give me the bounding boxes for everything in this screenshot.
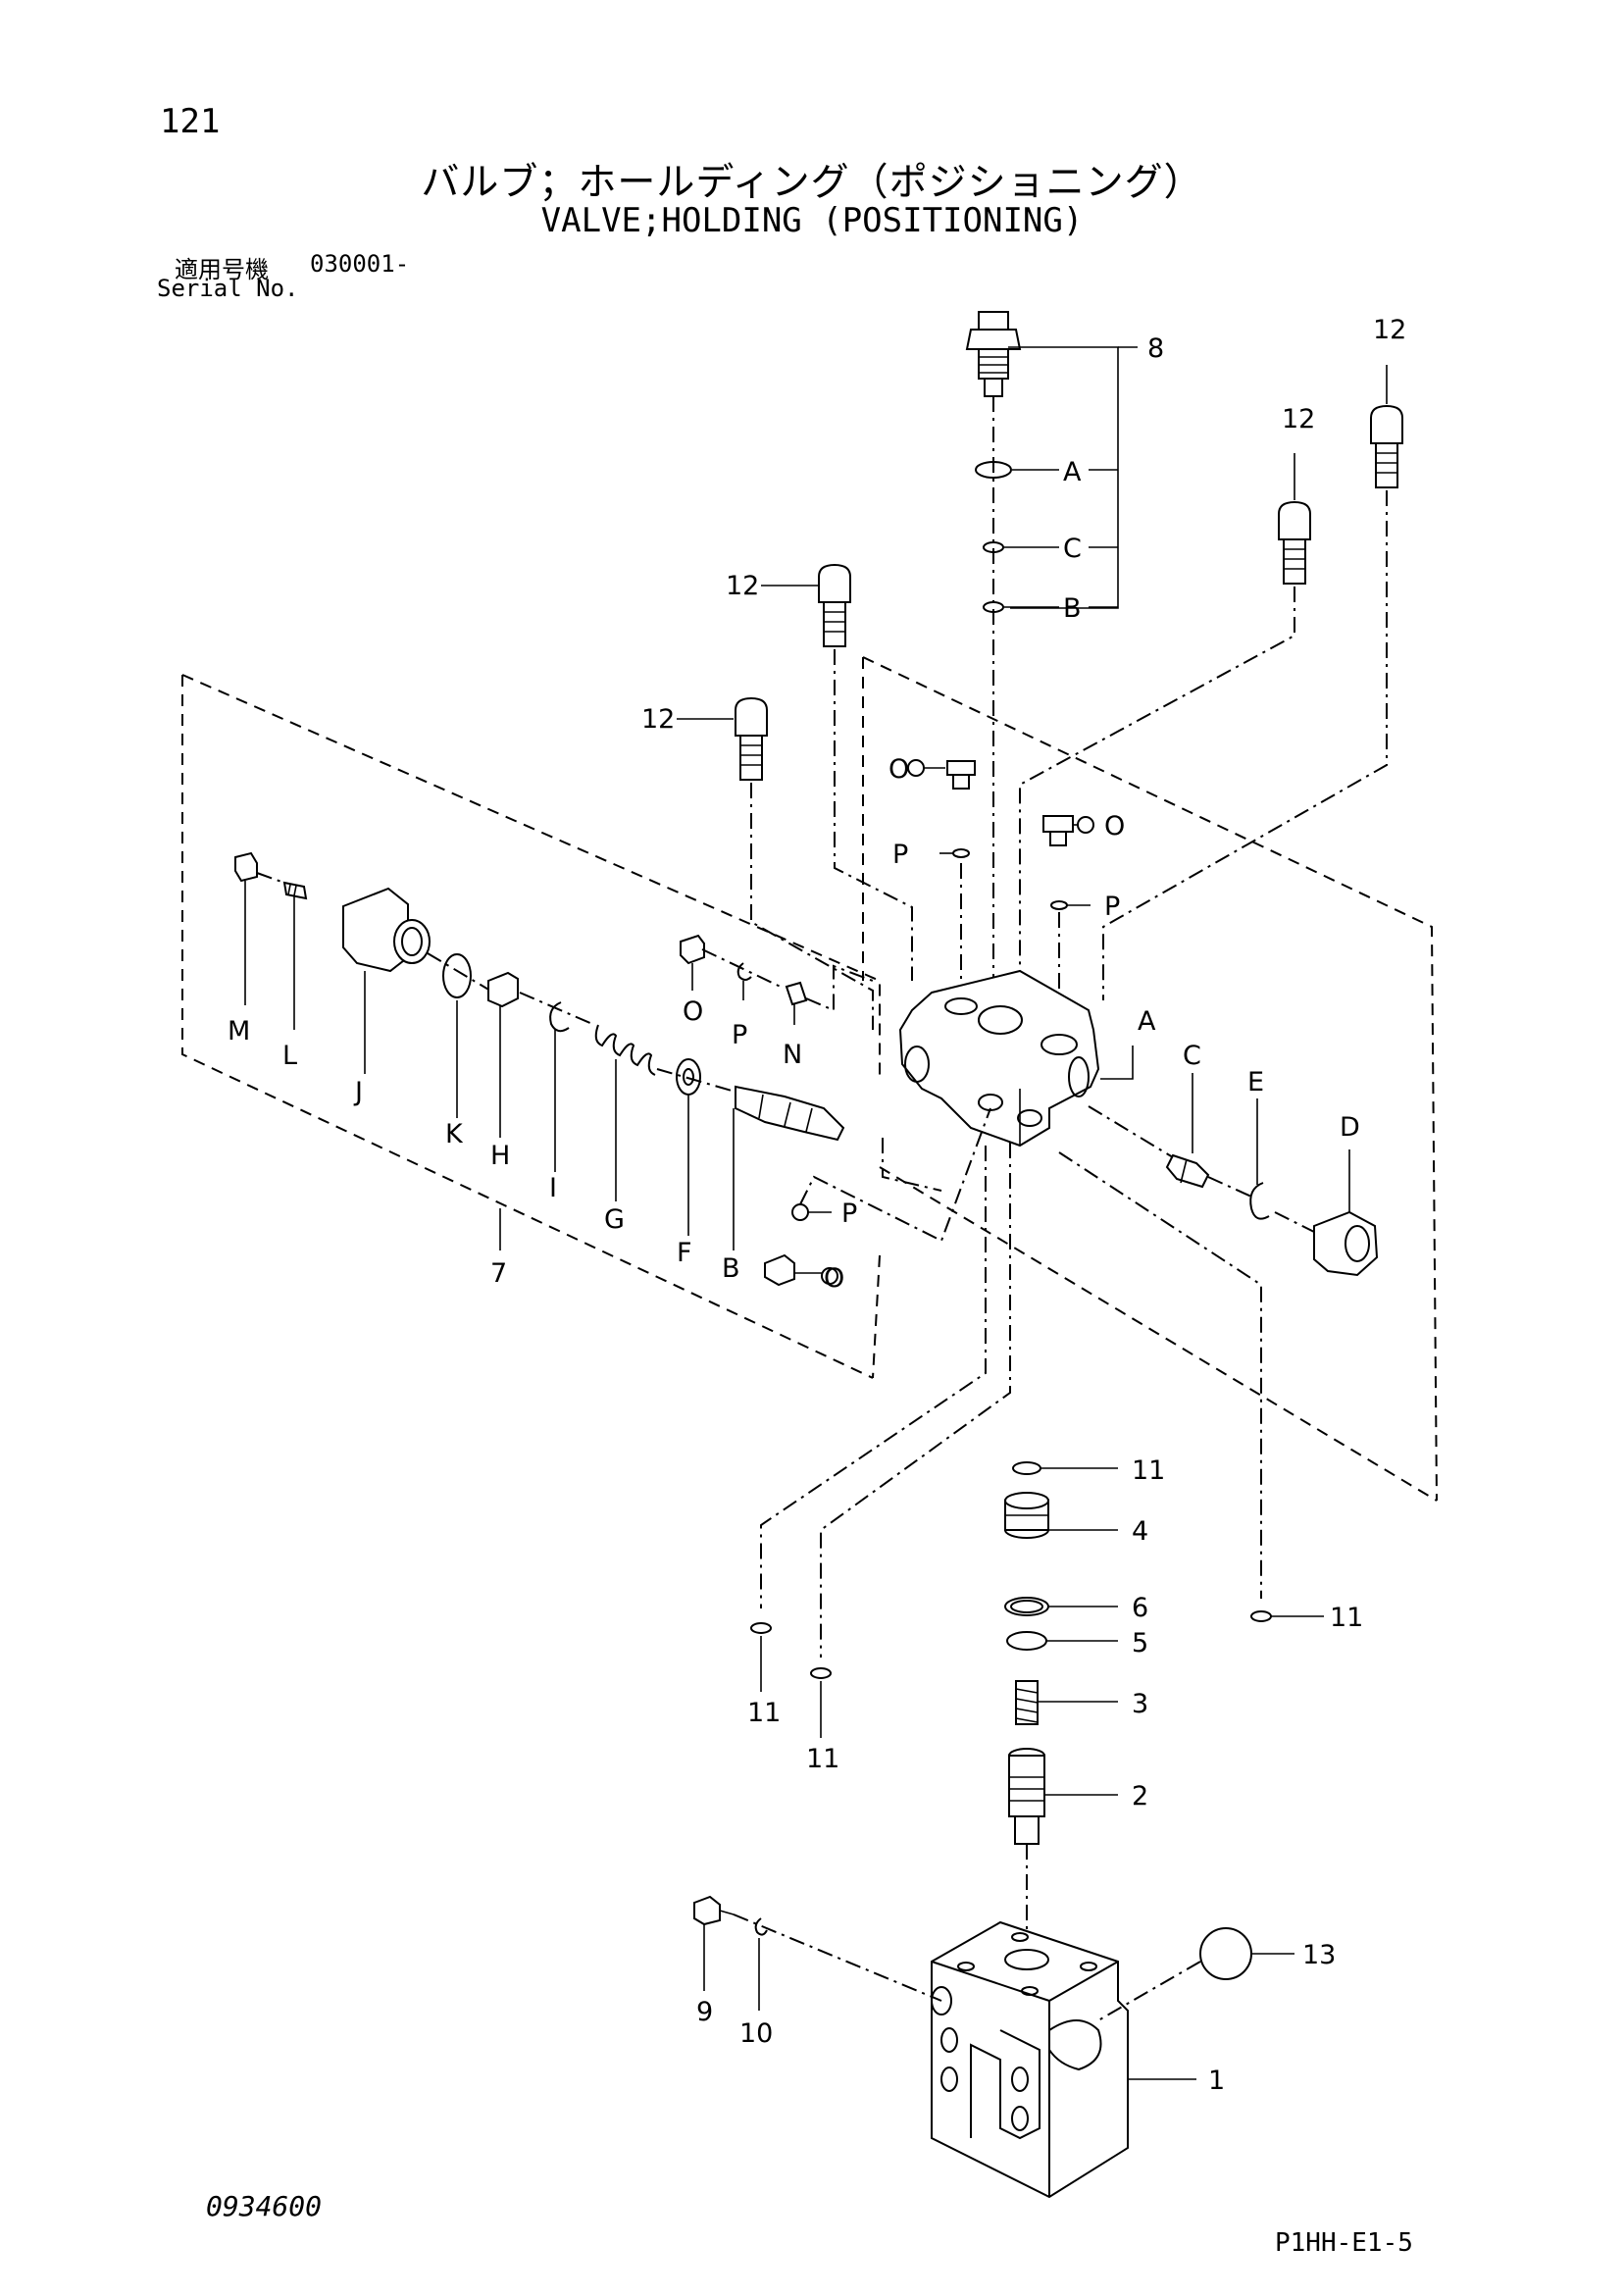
part-b-spool [735, 1085, 845, 1142]
seal-11-right [1250, 1610, 1272, 1622]
callout-a-right: A [1138, 1006, 1156, 1037]
plug-o-lower [764, 1253, 795, 1287]
callout-p-mid: P [732, 1020, 747, 1050]
callout-c-right: C [1183, 1041, 1201, 1071]
bolt-12-mid [1278, 500, 1311, 585]
plug-o-right [1042, 815, 1074, 846]
callout-12-mid: 12 [1282, 404, 1315, 434]
callout-g: G [604, 1204, 625, 1235]
callout-11-right: 11 [1330, 1603, 1363, 1633]
part-1-valve-body [931, 1920, 1129, 2199]
callout-j: J [353, 1077, 363, 1107]
document-code: 0934600 [206, 2190, 323, 2222]
part-h-plug [487, 971, 519, 1008]
callout-1: 1 [1208, 2066, 1225, 2096]
callout-d: D [1340, 1112, 1360, 1143]
plug-o-upper [946, 760, 976, 790]
page-number: 121 [160, 102, 221, 141]
callout-8: 8 [1147, 333, 1164, 364]
callout-i: I [549, 1173, 557, 1203]
part-8-cartridge [965, 311, 1022, 397]
bolt-12-lower-left [735, 696, 768, 781]
callout-labels: 8 A C B 12 12 12 12 O P O P A C E D M L … [228, 315, 1406, 2096]
part-m-screw [234, 851, 258, 883]
callout-5: 5 [1132, 1628, 1148, 1658]
part-4-piston [1004, 1492, 1049, 1539]
callout-12-upper-left: 12 [726, 571, 759, 601]
callout-11-stack: 11 [1132, 1455, 1165, 1486]
callout-p-lower: P [841, 1199, 857, 1229]
part-c-right [1165, 1153, 1210, 1189]
callout-13: 13 [1302, 1940, 1336, 1970]
callout-p-upper: P [892, 840, 908, 870]
callout-7: 7 [490, 1258, 507, 1289]
serial-label-japanese: 適用号機 [175, 256, 269, 283]
seal-11-left [750, 1622, 772, 1634]
callout-6: 6 [1132, 1593, 1148, 1623]
bolt-12-upper-left [818, 563, 851, 647]
callout-4: 4 [1132, 1516, 1148, 1547]
part-d-plug [1313, 1210, 1379, 1277]
seal-11-mid [810, 1667, 832, 1679]
assembly-8-boundary [862, 656, 1438, 1502]
callout-12-lower-left: 12 [641, 704, 675, 735]
bolt-12-right [1370, 404, 1403, 488]
callout-k: K [445, 1119, 464, 1149]
callout-f: F [677, 1238, 692, 1268]
callout-12-right: 12 [1373, 315, 1406, 345]
part-3-spring [1015, 1680, 1039, 1725]
title-japanese: バルブ；ホールディング（ポジショニング） [421, 161, 1203, 205]
part-j-cap [342, 887, 431, 973]
part-n-setscrew [785, 981, 808, 1006]
part-f-washer [676, 1058, 701, 1096]
serial-number-range: 030001- [310, 250, 410, 278]
seal-11-stack [1012, 1461, 1041, 1475]
plug-o-mid [680, 934, 705, 965]
part-5-oring [1006, 1631, 1047, 1651]
callout-a-top: A [1063, 457, 1082, 487]
callout-2: 2 [1132, 1781, 1148, 1811]
title-english: VALVE;HOLDING (POSITIONING) [540, 201, 1084, 240]
part-10-seal [754, 1917, 768, 1936]
callout-h: H [490, 1141, 510, 1171]
assembly-7-boundary [181, 674, 881, 1379]
part-e-oring [1249, 1182, 1270, 1220]
callout-p-right: P [1104, 892, 1120, 922]
part-k-oring [442, 953, 472, 998]
callout-9: 9 [696, 1997, 713, 2027]
serial-label-english: Serial No. [157, 275, 299, 302]
figure-code: P1HH-E1-5 [1275, 2228, 1413, 2258]
part-9-screw [693, 1895, 735, 1926]
part-l-setscrew [282, 881, 308, 900]
callout-o-mid: O [683, 996, 703, 1027]
callout-o-right: O [1104, 811, 1125, 842]
callout-c-top: C [1063, 534, 1082, 564]
callout-b-left: B [722, 1253, 740, 1284]
callout-3: 3 [1132, 1689, 1148, 1719]
callout-b-top: B [1063, 593, 1082, 624]
part-13-oring [1199, 1927, 1252, 1980]
callout-o-upper: O [888, 754, 909, 785]
callout-o-lower: O [824, 1263, 844, 1294]
part-g-spring [594, 1024, 656, 1076]
callout-e: E [1247, 1067, 1264, 1097]
callout-l: L [282, 1041, 297, 1071]
callout-n: N [783, 1040, 802, 1070]
callout-11-mid: 11 [806, 1744, 839, 1774]
callout-10: 10 [739, 2018, 773, 2049]
holding-valve-block [898, 969, 1100, 1148]
part-2-poppet [1008, 1748, 1045, 1845]
callout-m: M [228, 1016, 250, 1046]
callout-11-left: 11 [747, 1698, 781, 1728]
